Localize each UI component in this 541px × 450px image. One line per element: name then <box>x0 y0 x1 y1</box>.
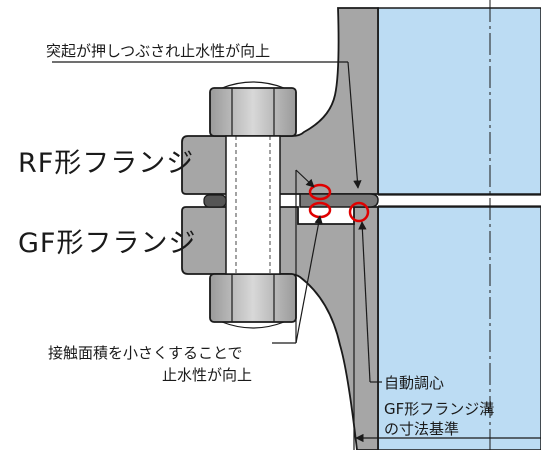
leader-top-note-diag <box>347 61 362 189</box>
seal-contact-upper <box>308 183 332 201</box>
groove-note-line2: の寸法基準 <box>384 420 459 438</box>
groove-note-line1: GF形フランジ溝 <box>384 400 494 418</box>
pipe-lower <box>377 206 541 450</box>
self-align-point <box>348 201 370 223</box>
leader-self-align-v <box>358 221 371 383</box>
pipe-upper <box>377 7 541 195</box>
leader-contact-c <box>295 215 323 344</box>
alignment-pin <box>203 194 227 208</box>
contact-note-line2: 止水性が向上 <box>162 366 252 384</box>
bolt-nut-top <box>209 81 297 137</box>
top-note-label: 突起が押しつぶされ止水性が向上 <box>46 42 270 60</box>
gf-flange-label: GF形フランジ <box>18 228 196 259</box>
bolt-nut-bottom <box>209 273 297 329</box>
leader-contact-b <box>295 169 315 188</box>
contact-note-line1: 接触面積を小さくすることで <box>48 344 243 362</box>
self-align-label: 自動調心 <box>384 374 444 392</box>
rf-flange-label: RF形フランジ <box>18 148 194 179</box>
bolt-shaft <box>225 135 281 275</box>
